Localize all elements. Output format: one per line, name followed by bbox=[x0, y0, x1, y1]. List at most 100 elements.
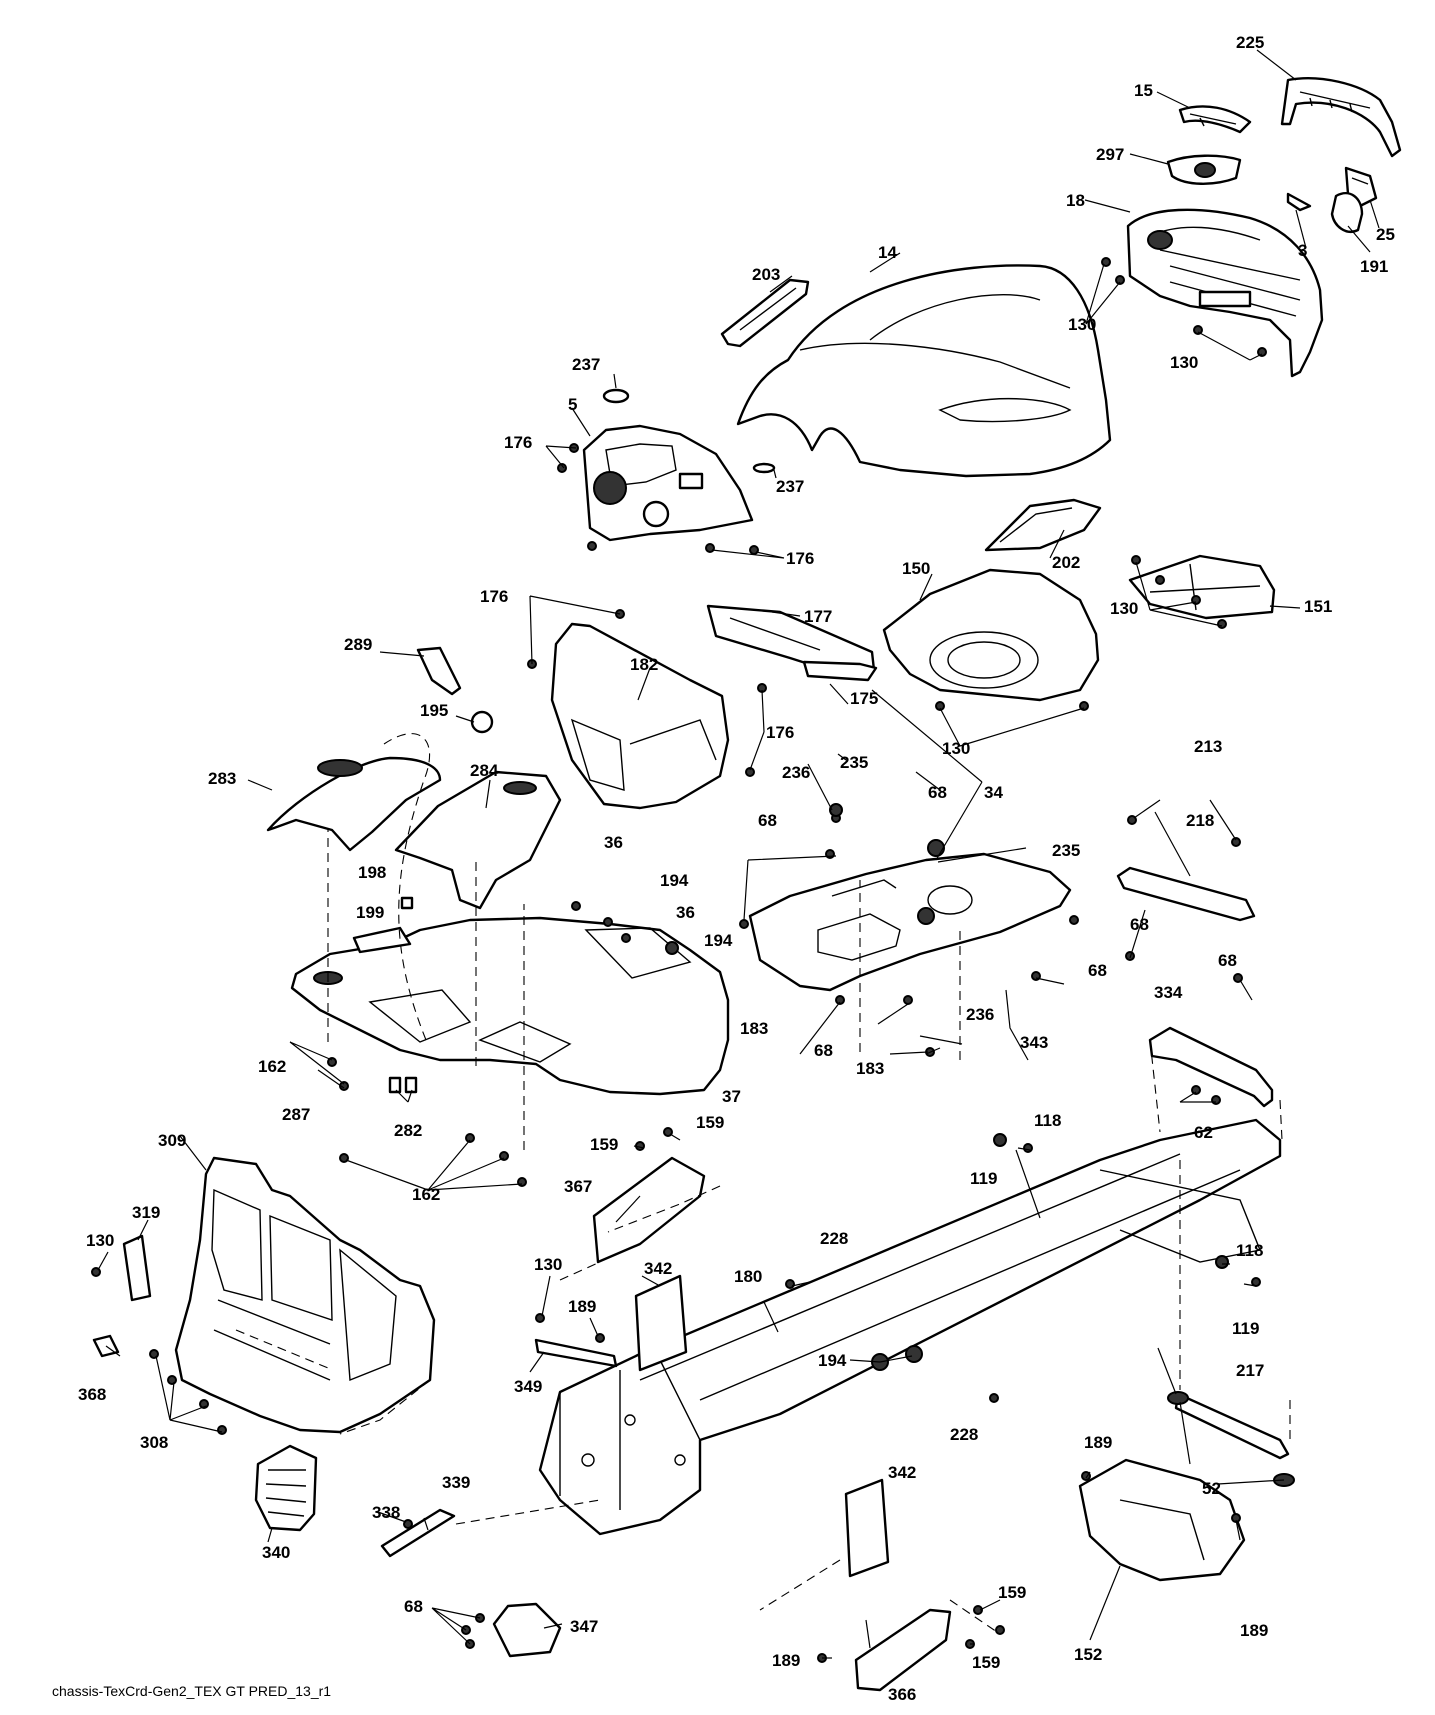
callout-237: 237 bbox=[572, 355, 601, 374]
part-349-latch bbox=[534, 1338, 618, 1368]
callout-162: 162 bbox=[258, 1057, 287, 1076]
callout-119: 119 bbox=[970, 1169, 998, 1188]
callout-195: 195 bbox=[420, 701, 449, 720]
part-14-hood bbox=[736, 264, 1112, 478]
callout-297: 297 bbox=[1096, 145, 1125, 164]
part-297-emblem bbox=[1166, 154, 1242, 185]
callout-182: 182 bbox=[630, 655, 659, 674]
part-237-plug bbox=[602, 388, 776, 474]
part-334-bracket bbox=[1148, 1026, 1274, 1108]
callout-68: 68 bbox=[928, 783, 947, 802]
callout-14: 14 bbox=[878, 243, 897, 262]
part-340-grille-insert bbox=[254, 1444, 318, 1532]
callout-183: 183 bbox=[856, 1059, 885, 1078]
part-225-bumper-trim bbox=[1280, 77, 1402, 158]
callout-202: 202 bbox=[1052, 553, 1081, 572]
part-5-dash-panel bbox=[582, 424, 754, 542]
callout-18: 18 bbox=[1066, 191, 1085, 210]
callout-36: 36 bbox=[604, 833, 623, 852]
callout-175: 175 bbox=[850, 689, 879, 708]
callout-339: 339 bbox=[442, 1473, 471, 1492]
callout-289: 289 bbox=[344, 635, 373, 654]
callout-287: 287 bbox=[282, 1105, 311, 1124]
callout-189: 189 bbox=[568, 1297, 597, 1316]
part-180-frame bbox=[538, 1118, 1282, 1536]
callout-68: 68 bbox=[404, 1597, 423, 1616]
callout-130: 130 bbox=[1110, 599, 1139, 618]
callout-308: 308 bbox=[140, 1433, 169, 1452]
part-3-clip bbox=[1286, 192, 1312, 212]
callout-159: 159 bbox=[590, 1135, 619, 1154]
callout-25: 25 bbox=[1376, 225, 1395, 244]
callout-68: 68 bbox=[814, 1041, 833, 1060]
part-319-label bbox=[122, 1234, 152, 1302]
callout-349: 349 bbox=[514, 1377, 543, 1396]
callout-282: 282 bbox=[394, 1121, 423, 1140]
callout-199: 199 bbox=[356, 903, 385, 922]
leader-lines bbox=[97, 49, 1380, 1659]
part-282-clips bbox=[388, 1076, 418, 1094]
part-191-light-housing bbox=[1330, 191, 1364, 233]
callout-176: 176 bbox=[766, 723, 795, 742]
callout-236: 236 bbox=[966, 1005, 995, 1024]
callout-68: 68 bbox=[1088, 961, 1107, 980]
callout-130: 130 bbox=[86, 1231, 115, 1250]
callout-194: 194 bbox=[704, 931, 733, 950]
callout-152: 152 bbox=[1074, 1645, 1103, 1664]
part-151-bracket bbox=[1128, 554, 1276, 620]
part-199-cover bbox=[352, 926, 412, 954]
part-195-grommet bbox=[470, 710, 494, 734]
callout-309: 309 bbox=[158, 1131, 187, 1150]
callout-36: 36 bbox=[676, 903, 695, 922]
part-366-bracket bbox=[854, 1608, 952, 1692]
part-289-tab bbox=[416, 646, 462, 696]
part-198-clip bbox=[400, 896, 414, 910]
alignment-lines bbox=[235, 733, 1291, 1635]
callout-37: 37 bbox=[722, 1087, 741, 1106]
part-283-fender-cover bbox=[266, 756, 442, 852]
callout-235: 235 bbox=[1052, 841, 1081, 860]
part-284-fender-cover bbox=[394, 770, 562, 910]
callout-183: 183 bbox=[740, 1019, 769, 1038]
callout-225: 225 bbox=[1236, 33, 1265, 52]
callout-191: 191 bbox=[1360, 257, 1389, 276]
callout-151: 151 bbox=[1304, 597, 1333, 616]
callout-159: 159 bbox=[696, 1113, 725, 1132]
callout-228: 228 bbox=[950, 1425, 979, 1444]
part-152-skid-plate bbox=[1078, 1458, 1246, 1582]
callout-338: 338 bbox=[372, 1503, 401, 1522]
drawing-id: chassis-TexCrd-Gen2_TEX GT PRED_13_r1 bbox=[52, 1683, 332, 1699]
part-182-console bbox=[550, 622, 730, 810]
callout-159: 159 bbox=[998, 1583, 1027, 1602]
callout-368: 368 bbox=[78, 1385, 107, 1404]
part-217-rod bbox=[1174, 1392, 1290, 1460]
callout-176: 176 bbox=[504, 433, 533, 452]
callout-118: 118 bbox=[1034, 1111, 1062, 1130]
part-347-bracket bbox=[492, 1602, 562, 1658]
callout-118: 118 bbox=[1236, 1241, 1264, 1260]
part-367-bracket bbox=[592, 1156, 706, 1264]
callout-319: 319 bbox=[132, 1203, 161, 1222]
callout-217: 217 bbox=[1236, 1361, 1265, 1380]
callout-162: 162 bbox=[412, 1185, 441, 1204]
part-15-headlight-lens bbox=[1178, 105, 1252, 134]
callout-130: 130 bbox=[1170, 353, 1199, 372]
callout-15: 15 bbox=[1134, 81, 1153, 100]
part-34-footrest-plate bbox=[748, 852, 1072, 992]
callout-343: 343 bbox=[1020, 1033, 1049, 1052]
callout-366: 366 bbox=[888, 1685, 917, 1704]
callout-130: 130 bbox=[1068, 315, 1097, 334]
callout-334: 334 bbox=[1154, 983, 1183, 1002]
part-37-fender bbox=[290, 916, 730, 1096]
callout-180: 180 bbox=[734, 1267, 763, 1286]
callout-218: 218 bbox=[1186, 811, 1215, 830]
callout-194: 194 bbox=[660, 871, 689, 890]
part-18-grille bbox=[1126, 208, 1324, 378]
callout-189: 189 bbox=[772, 1651, 801, 1670]
part-175-bracket bbox=[802, 660, 878, 682]
callout-159: 159 bbox=[972, 1653, 1001, 1672]
callout-283: 283 bbox=[208, 769, 237, 788]
callout-236: 236 bbox=[782, 763, 811, 782]
callout-228: 228 bbox=[820, 1229, 849, 1248]
